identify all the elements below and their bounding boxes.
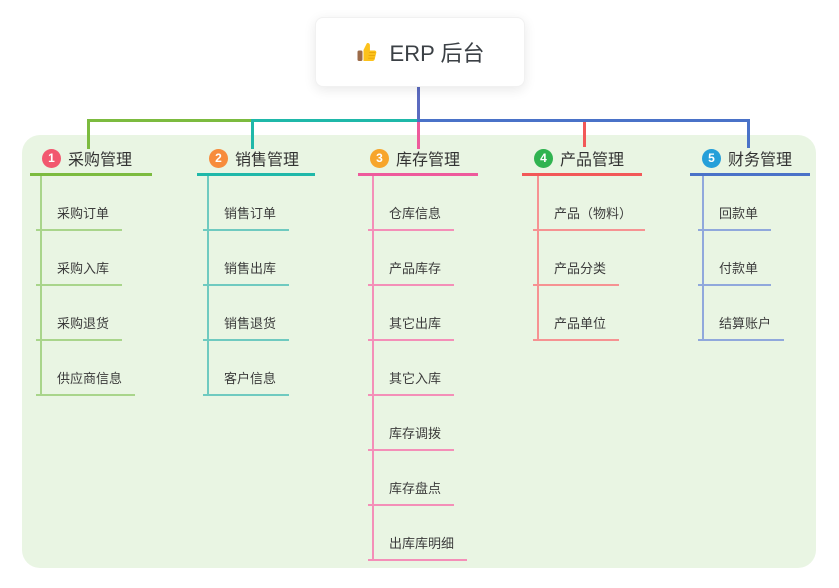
connector-drop-inventory — [417, 122, 420, 149]
child-node[interactable]: 回款单 — [698, 203, 772, 231]
child-node-row: 产品分类 — [533, 231, 645, 286]
child-node-row: 仓库信息 — [368, 176, 478, 231]
child-node-row: 库存盘点 — [368, 451, 478, 506]
child-node[interactable]: 仓库信息 — [368, 203, 455, 231]
connector-drop-sales — [251, 119, 254, 149]
connector-bus-finance — [417, 119, 750, 122]
branch-number-badge: 1 — [42, 148, 61, 168]
branch-product: 4 产品管理 产品（物料） 产品分类产品单位 — [522, 140, 646, 341]
branch-number-badge: 4 — [534, 148, 553, 168]
connector-drop-product — [583, 122, 586, 147]
child-node[interactable]: 结算账户 — [698, 313, 785, 341]
branch-label: 采购管理 — [68, 152, 133, 169]
branch-label: 库存管理 — [396, 152, 461, 169]
child-node[interactable]: 销售出库 — [203, 258, 290, 286]
branch-sales: 2 销售管理 销售订单销售出库销售退货客户信息 — [197, 140, 315, 396]
thumbs-up-icon — [356, 40, 380, 64]
child-node-row: 销售订单 — [203, 176, 315, 231]
child-node[interactable]: 其它入库 — [368, 368, 455, 396]
child-node[interactable]: 产品单位 — [533, 313, 620, 341]
child-node[interactable]: 销售订单 — [203, 203, 290, 231]
child-node-row: 销售出库 — [203, 231, 315, 286]
child-node[interactable]: 出库库明细 — [368, 533, 468, 561]
branch-product-node[interactable]: 4 产品管理 — [522, 140, 642, 176]
branches-background-panel — [22, 135, 816, 568]
child-node[interactable]: 库存调拨 — [368, 423, 455, 451]
branch-number-badge: 2 — [209, 148, 228, 168]
branch-children: 回款单付款单结算账户 — [698, 176, 810, 341]
branch-label: 销售管理 — [235, 152, 300, 169]
child-node-row: 付款单 — [698, 231, 810, 286]
root-node[interactable]: ERP 后台 — [315, 17, 525, 87]
branch-label: 产品管理 — [560, 152, 625, 169]
child-node-row: 出库库明细 — [368, 506, 478, 561]
branch-inventory: 3 库存管理 仓库信息产品库存其它出库其它入库库存调拨库存盘点出库库明细 — [358, 140, 478, 561]
branch-purchase-node[interactable]: 1 采购管理 — [30, 140, 152, 176]
branch-number-badge: 3 — [370, 148, 389, 168]
child-node[interactable]: 其它出库 — [368, 313, 455, 341]
branch-children: 销售订单销售出库销售退货客户信息 — [203, 176, 315, 396]
child-node[interactable]: 产品库存 — [368, 258, 455, 286]
child-node-row: 其它入库 — [368, 341, 478, 396]
child-node[interactable]: 采购订单 — [36, 203, 123, 231]
child-node[interactable]: 产品（物料） — [533, 203, 646, 231]
child-node-row: 产品库存 — [368, 231, 478, 286]
branch-sales-node[interactable]: 2 销售管理 — [197, 140, 315, 176]
branch-children: 采购订单采购入库采购退货供应商信息 — [36, 176, 152, 396]
child-node-row: 回款单 — [698, 176, 810, 231]
child-node-row: 产品（物料） — [533, 176, 646, 231]
child-node[interactable]: 采购入库 — [36, 258, 123, 286]
branch-finance: 5 财务管理 回款单付款单结算账户 — [690, 140, 810, 341]
child-node-row: 供应商信息 — [36, 341, 152, 396]
child-node[interactable]: 销售退货 — [203, 313, 290, 341]
connector-drop-purchase — [87, 119, 90, 149]
connector-bus-purchase — [87, 119, 254, 122]
branch-finance-node[interactable]: 5 财务管理 — [690, 140, 810, 176]
branch-purchase: 1 采购管理 采购订单采购入库采购退货供应商信息 — [30, 140, 152, 396]
child-node-row: 客户信息 — [203, 341, 315, 396]
child-node[interactable]: 库存盘点 — [368, 478, 455, 506]
root-label: ERP 后台 — [389, 41, 485, 66]
branch-number-badge: 5 — [702, 148, 721, 168]
child-node-row: 产品单位 — [533, 286, 645, 341]
child-node-row: 采购订单 — [36, 176, 152, 231]
connector-drop-finance — [747, 119, 750, 148]
child-node[interactable]: 供应商信息 — [36, 368, 136, 396]
child-node-row: 结算账户 — [698, 286, 810, 341]
branch-label: 财务管理 — [728, 152, 793, 169]
connector-bus-sales — [251, 119, 419, 122]
child-node[interactable]: 采购退货 — [36, 313, 123, 341]
child-node[interactable]: 客户信息 — [203, 368, 290, 396]
child-node[interactable]: 付款单 — [698, 258, 772, 286]
child-node-row: 销售退货 — [203, 286, 315, 341]
child-node[interactable]: 产品分类 — [533, 258, 620, 286]
child-node-row: 其它出库 — [368, 286, 478, 341]
branch-inventory-node[interactable]: 3 库存管理 — [358, 140, 478, 176]
child-node-row: 采购退货 — [36, 286, 152, 341]
connector-root-line — [417, 84, 420, 121]
child-node-row: 采购入库 — [36, 231, 152, 286]
child-node-row: 库存调拨 — [368, 396, 478, 451]
branch-children: 仓库信息产品库存其它出库其它入库库存调拨库存盘点出库库明细 — [368, 176, 478, 561]
branch-children: 产品（物料） 产品分类产品单位 — [533, 176, 646, 341]
